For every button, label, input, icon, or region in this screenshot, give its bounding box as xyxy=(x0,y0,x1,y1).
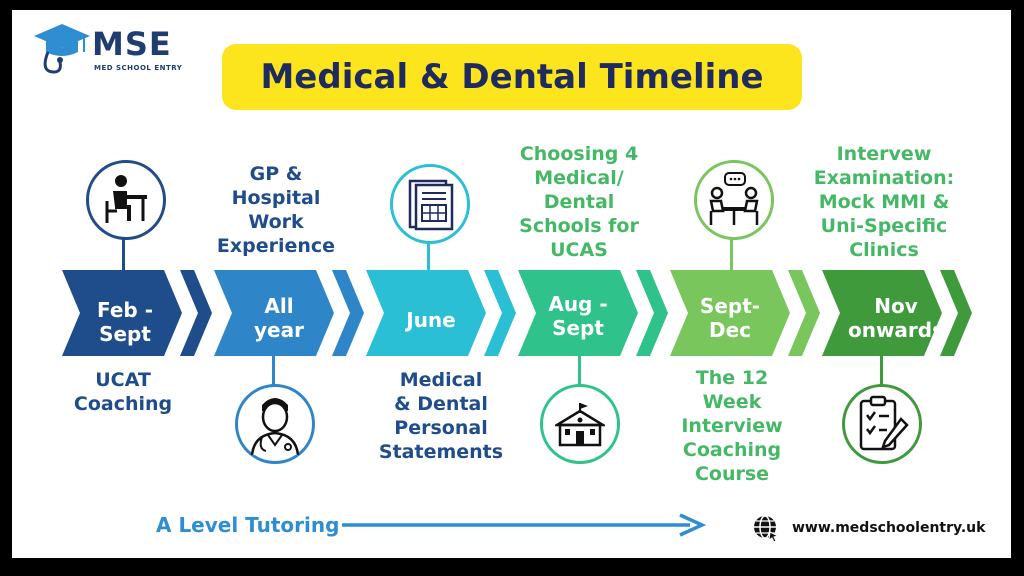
stem-stage-1 xyxy=(122,234,125,270)
stage-6-icon-circle xyxy=(842,384,922,464)
mortarboard-stethoscope-icon xyxy=(34,24,90,74)
document-icon xyxy=(408,179,454,231)
period-stage-1: Feb -Sept xyxy=(97,298,153,346)
stem-stage-3 xyxy=(427,240,430,270)
stage-2-icon-circle xyxy=(235,384,315,464)
stem-stage-2 xyxy=(272,356,275,386)
period-stage-3: June xyxy=(406,308,456,332)
long-arrow-icon xyxy=(342,513,707,537)
chevron-stage-2 xyxy=(214,270,364,356)
chevron-stage-5 xyxy=(670,270,820,356)
stage-3-icon-circle xyxy=(390,164,470,244)
period-stage-4: Aug -Sept xyxy=(548,292,608,340)
stem-stage-6 xyxy=(880,356,883,384)
logo-subtitle: MED SCHOOL ENTRY xyxy=(94,64,183,72)
interview-meeting-icon xyxy=(709,172,759,225)
page-title: Medical & Dental Timeline xyxy=(260,57,764,97)
period-stage-5: Sept-Dec xyxy=(699,294,761,342)
clipboard-checklist-icon xyxy=(859,395,909,451)
stem-stage-4 xyxy=(578,356,581,384)
stage-1-icon-circle xyxy=(86,160,166,240)
student-at-desk-icon xyxy=(105,175,147,223)
title-banner: Medical & Dental Timeline xyxy=(222,44,802,110)
globe-icon xyxy=(754,515,780,542)
stage-5-icon-circle xyxy=(694,160,774,240)
chevron-stage-3 xyxy=(366,270,516,356)
chevron-stage-1 xyxy=(62,270,212,356)
chevron-stage-6 xyxy=(822,270,972,356)
doctor-icon xyxy=(250,398,300,455)
website-link[interactable]: www.medschoolentry.uk xyxy=(792,520,986,536)
stage-4-icon-circle xyxy=(540,384,620,464)
a-level-tutoring-label: A Level Tutoring xyxy=(156,513,340,537)
logo-wordmark: MSE xyxy=(92,25,172,63)
chevron-stage-4 xyxy=(518,270,668,356)
school-building-icon xyxy=(555,403,605,447)
stem-stage-5 xyxy=(730,236,733,270)
